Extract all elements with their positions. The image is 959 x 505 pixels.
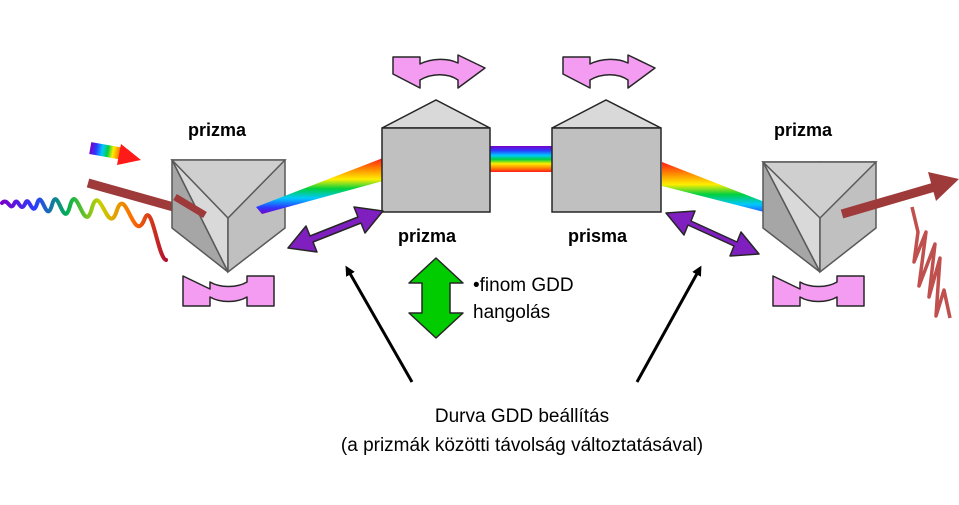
prism-mid-right-label: prisma (568, 226, 628, 246)
coarse-line2: (a prizmák közötti távolság változtatásá… (340, 435, 704, 456)
rotate-arrow-icon (182, 275, 275, 307)
fine-tuning-arrow-icon (408, 257, 464, 339)
rotate-arrow-icon (392, 54, 486, 89)
translate-arrow-icon (665, 210, 760, 257)
spectrum-arrow-icon (89, 142, 141, 165)
fine-tuning-line2: hangolás (473, 302, 551, 323)
prism-right (761, 161, 878, 274)
output-pulse-icon (910, 206, 952, 319)
input-pulse-icon (0, 197, 168, 262)
coarse-line1: Durva GDD beállítás (434, 406, 610, 427)
prism-mid-left (381, 99, 491, 213)
prism-mid-left-label: prizma (398, 226, 457, 246)
fine-tuning-text: •finom GDD hangolás (473, 272, 574, 326)
dispersed-beam-left (256, 158, 383, 214)
prism-left (170, 159, 287, 274)
prism-right-label: prizma (774, 120, 833, 140)
output-beam (840, 172, 959, 219)
pointer-arrow-left (345, 265, 414, 383)
coarse-adjustment-text: Durva GDD beállítás (a prizmák közötti t… (312, 402, 732, 460)
pointer-arrow-right (635, 265, 702, 383)
fine-tuning-line1: •finom GDD (473, 275, 574, 296)
rotate-arrow-icon (562, 54, 656, 89)
translate-arrow-icon (287, 206, 384, 253)
rotate-arrow-icon (772, 275, 865, 307)
dispersed-beam-center (490, 146, 552, 172)
prism-mid-right (551, 99, 662, 213)
prism-left-label: prizma (188, 120, 247, 140)
